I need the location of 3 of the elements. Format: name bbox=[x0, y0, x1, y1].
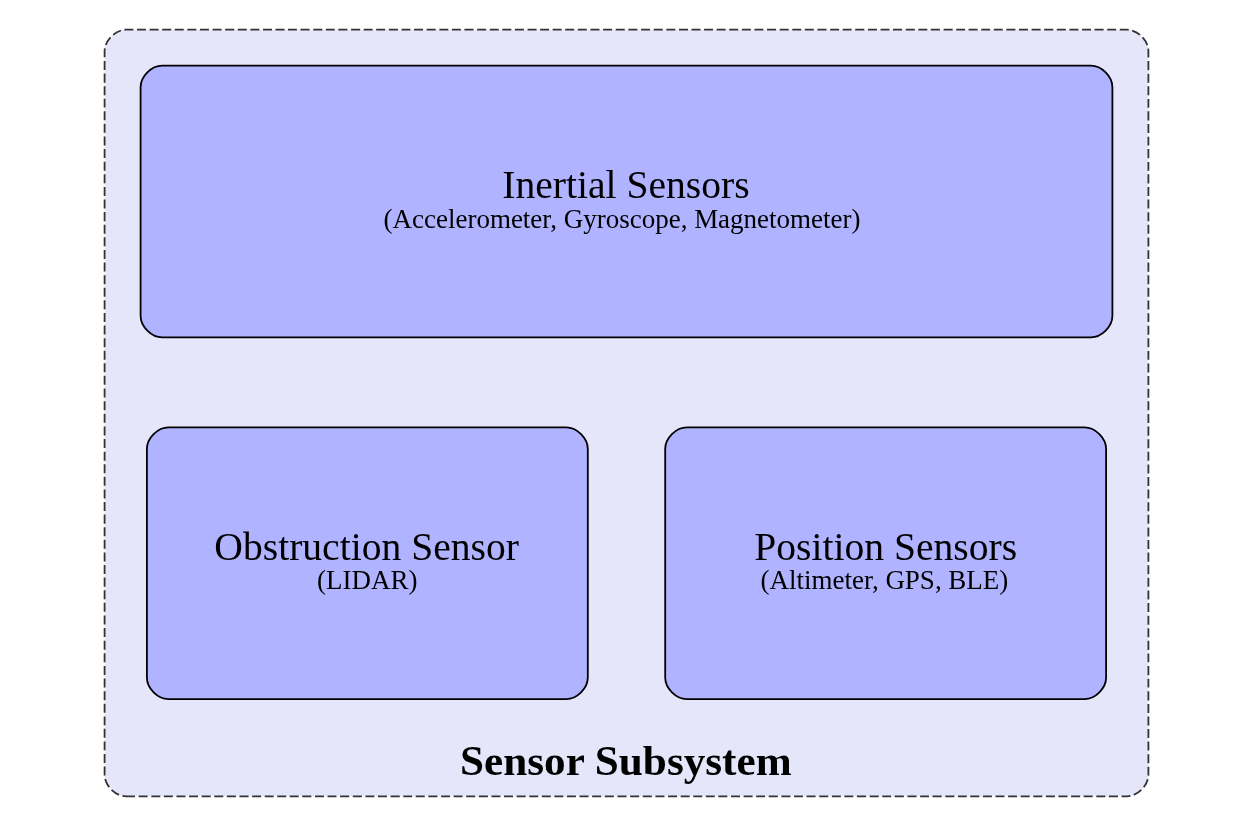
node-box: Position Sensors (Altimeter, GPS, BLE) bbox=[664, 426, 1107, 701]
node-box: Inertial Sensors (Accelerometer, Gyroscope, Magnetometer) bbox=[139, 64, 1114, 339]
node-box: Obstruction Sensor (LIDAR) bbox=[146, 426, 589, 701]
